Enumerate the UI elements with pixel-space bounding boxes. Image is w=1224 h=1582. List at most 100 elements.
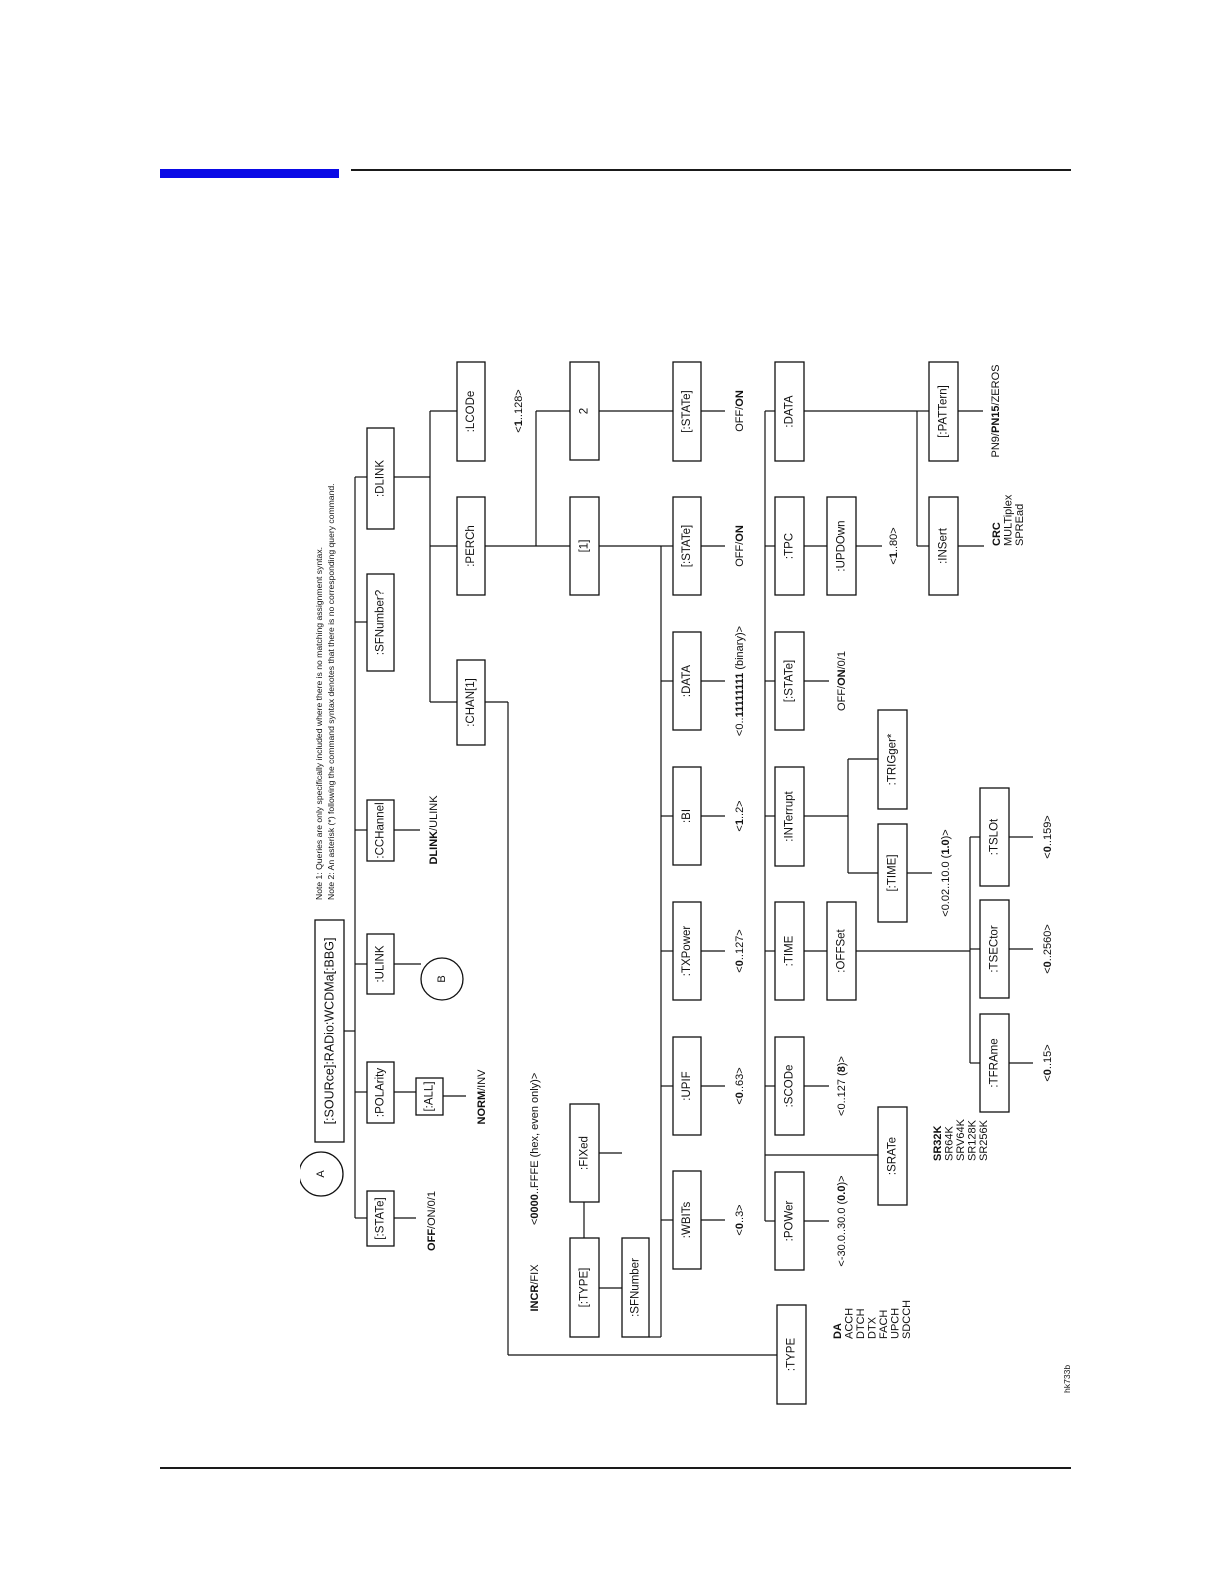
- node-sfnumber: :SFNumber: [621, 1237, 650, 1338]
- node-label: :WBITs: [681, 1202, 693, 1239]
- node-box: [928, 496, 959, 596]
- node-label: :DATA: [681, 665, 693, 697]
- node-lcode: :LCODe: [456, 361, 486, 462]
- node-dlink: :DLINK: [366, 427, 395, 530]
- node-label: :TRIGger*: [887, 733, 899, 785]
- node-label: [:STATe]: [784, 660, 796, 702]
- node-box: [366, 1061, 395, 1124]
- node-type: :TYPE: [776, 1304, 807, 1405]
- node-label: :LCODe: [465, 391, 477, 433]
- node-label: :UPIF: [681, 1071, 693, 1100]
- node-label: [:SOURce]:RADio:WCDMa[:BBG]: [323, 938, 337, 1125]
- node-pdata: :DATA: [672, 631, 702, 731]
- node-label: :SFNumber: [630, 1258, 642, 1317]
- node-label: [:ALL]: [424, 1081, 436, 1111]
- node-label: :DLINK: [375, 460, 387, 497]
- list-item-type_list: SDCCH: [901, 1300, 913, 1339]
- node-box: [569, 1103, 600, 1203]
- node-label: :INSert: [938, 527, 950, 564]
- list-item-srate_list: SR32K: [932, 1125, 944, 1161]
- figure-id: hk733b: [1062, 1365, 1072, 1393]
- node-scode: :SCODe: [774, 1036, 805, 1136]
- node-box: [776, 1304, 807, 1405]
- node-updown: :UPDOwn: [826, 496, 857, 596]
- node-p1: [1]: [569, 496, 600, 596]
- header-accent-bar: [160, 169, 339, 178]
- parameter-labels: OFF/ON/0/1NORM/INVDLINK/ULINK<1..128>OFF…: [426, 365, 1054, 1339]
- node-p2state: [:STATe]: [672, 361, 702, 462]
- param-upif_v: <0..63>: [734, 1067, 746, 1104]
- node-box: [569, 1237, 600, 1338]
- connector-a: A: [300, 1151, 344, 1197]
- node-box: [366, 573, 395, 672]
- node-label: :CCHannel: [375, 802, 387, 858]
- param-fixed_v: <0000..FFFE (hex, even only)>: [529, 1073, 541, 1225]
- param-state1_v: OFF/ON/0/1: [426, 1191, 438, 1251]
- param-lcode_v: <1..128>: [513, 389, 525, 432]
- node-box: [621, 1237, 650, 1338]
- node-box: [826, 901, 857, 1001]
- node-box: [928, 361, 959, 462]
- node-label: :POLArity: [375, 1068, 387, 1117]
- node-label: :FIXed: [579, 1136, 591, 1170]
- param-cstate_v: OFF/ON/0/1: [836, 651, 848, 711]
- param-tsector_v: <0..2560>: [1042, 924, 1054, 974]
- node-txpower: :TXPower: [672, 901, 702, 1001]
- node-label: :SFNumber?: [375, 590, 387, 655]
- node-label: :TFRAme: [989, 1038, 1001, 1087]
- node-label: :BI: [681, 809, 693, 823]
- node-label: :TSLOt: [989, 818, 1001, 855]
- node-label: [:PATTern]: [938, 385, 950, 438]
- list-item-srate_list: SR128K: [967, 1119, 979, 1161]
- node-label: [:STATe]: [375, 1197, 387, 1239]
- param-p2state_v: OFF/ON: [734, 390, 746, 432]
- param-power_v: <-30.0..30.0 (0.0)>: [836, 1175, 848, 1266]
- list-item-srate_list: SR256K: [978, 1119, 990, 1161]
- node-box: [774, 631, 805, 731]
- note-2: Note 2: An asterisk (*) following the co…: [326, 483, 336, 900]
- node-label: 2: [579, 408, 591, 414]
- connector-b-label: B: [436, 975, 448, 982]
- node-label: :TIME: [784, 935, 796, 966]
- node-box: [774, 361, 805, 462]
- node-root: [:SOURce]:RADio:WCDMa[:BBG]: [314, 919, 345, 1143]
- node-box: [366, 1190, 395, 1247]
- node-p1state: [:STATe]: [672, 496, 702, 596]
- node-box: [672, 1036, 702, 1136]
- node-box: [366, 427, 395, 530]
- node-sfnumber_q: :SFNumber?: [366, 573, 395, 672]
- node-box: [456, 361, 486, 462]
- node-trigger: :TRIGger*: [877, 709, 908, 810]
- node-all: [:ALL]: [415, 1077, 444, 1116]
- param-scode_v: <0..127 (8)>: [836, 1056, 848, 1116]
- node-fixed: :FIXed: [569, 1103, 600, 1203]
- node-ptype: [:TYPE]: [569, 1237, 600, 1338]
- node-box: [456, 659, 486, 746]
- node-box: [774, 901, 805, 1001]
- list-item-type_list: FACH: [878, 1310, 890, 1339]
- node-ulink: :ULINK: [366, 933, 395, 995]
- node-time: :TIME: [774, 901, 805, 1001]
- node-insert: :INSert: [928, 496, 959, 596]
- header-rule: [351, 169, 1071, 171]
- node-label: :POWer: [784, 1200, 796, 1241]
- node-box: [826, 496, 857, 596]
- node-box: [672, 901, 702, 1001]
- node-box: [569, 496, 600, 596]
- connector-a-label: A: [315, 1170, 327, 1178]
- list-item-type_list: ACCH: [844, 1308, 856, 1339]
- node-label: [:TYPE]: [579, 1268, 591, 1308]
- node-power: :POWer: [774, 1171, 805, 1271]
- node-upif: :UPIF: [672, 1036, 702, 1136]
- node-polarity: :POLArity: [366, 1061, 395, 1124]
- node-box: [672, 631, 702, 731]
- param-itime_v: <0.02..10.0 (1.0)>: [940, 829, 952, 916]
- param-p1state_v: OFF/ON: [734, 525, 746, 567]
- node-label: :OFFSet: [836, 928, 848, 972]
- node-label: :TXPower: [681, 926, 693, 977]
- node-box: [877, 709, 908, 810]
- node-label: :PERCh: [465, 525, 477, 567]
- node-label: [1]: [579, 540, 591, 553]
- node-itime: [:TIME]: [877, 823, 908, 923]
- node-box: [672, 1170, 702, 1270]
